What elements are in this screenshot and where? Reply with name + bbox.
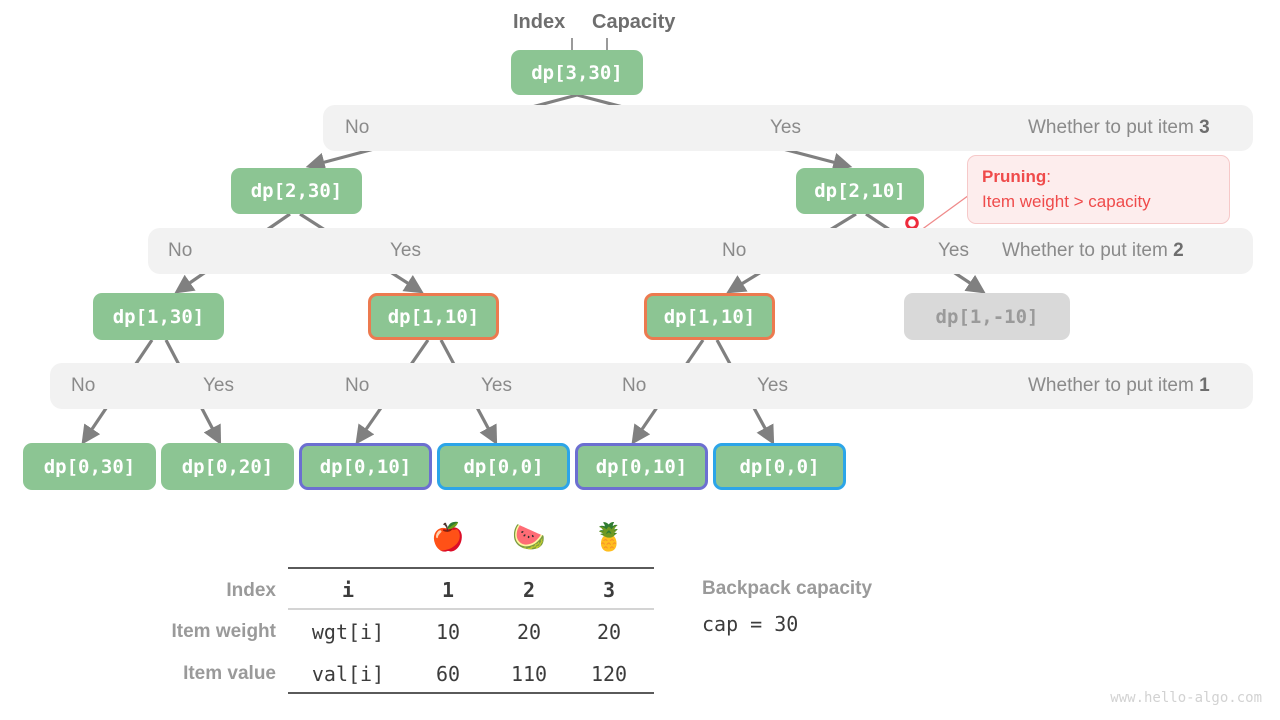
row-label-item-weight: Item weight (171, 621, 276, 642)
node-dp-1-10-right[interactable]: dp[1,10] (644, 293, 775, 340)
band2-choice-yes-right: Yes (938, 240, 969, 261)
band3-title-text: Whether to put item (1028, 117, 1200, 138)
band2-choice-no-right: No (722, 240, 747, 261)
cell-index-2: 2 (522, 578, 536, 602)
band3-title-item: 3 (1199, 117, 1210, 138)
pruning-annotation: Pruning: Item weight > capacity (967, 155, 1230, 225)
backpack-capacity-value: cap = 30 (702, 612, 799, 636)
band1-choice-yes-2: Yes (481, 375, 512, 396)
cell-value-2: 110 (510, 662, 548, 686)
band3-choice-no: No (345, 117, 370, 138)
cell-weight-key: wgt[i] (311, 620, 385, 644)
leaf-dp-0-10-left[interactable]: dp[0,10] (299, 443, 432, 490)
backpack-capacity-title: Backpack capacity (702, 578, 873, 599)
band1-choice-no-2: No (345, 375, 370, 396)
pruning-title-line: Pruning: (982, 165, 1215, 190)
band2-title-item: 2 (1173, 240, 1184, 261)
node-dp-3-30[interactable]: dp[3,30] (511, 50, 643, 95)
pruning-colon: : (1046, 167, 1051, 186)
node-dp-1-neg10-pruned: dp[1,-10] (904, 293, 1070, 340)
band1-title: Whether to put item 1 (1028, 376, 1210, 395)
cell-value-1: 60 (435, 662, 461, 686)
leaf-dp-0-30[interactable]: dp[0,30] (23, 443, 156, 490)
band3-choice-yes: Yes (770, 117, 801, 138)
cell-index-3: 3 (602, 578, 616, 602)
band1-choice-yes-1: Yes (203, 375, 234, 396)
band1-choice-no-3: No (622, 375, 647, 396)
node-dp-2-30[interactable]: dp[2,30] (231, 168, 362, 214)
table-rule-bottom (288, 692, 654, 694)
leaf-dp-0-0-left[interactable]: dp[0,0] (437, 443, 570, 490)
node-dp-1-30[interactable]: dp[1,30] (93, 293, 224, 340)
cell-index-1: 1 (441, 578, 455, 602)
cell-index-key: i (341, 578, 355, 602)
row-label-item-value: Item value (183, 663, 276, 684)
cell-value-key: val[i] (311, 662, 385, 686)
band1-title-text: Whether to put item (1028, 375, 1200, 396)
node-dp-1-10-left[interactable]: dp[1,10] (368, 293, 499, 340)
band2-choice-yes-left: Yes (390, 240, 421, 261)
band1-choice-no-1: No (71, 375, 96, 396)
band2-title: Whether to put item 2 (1002, 241, 1184, 260)
table-rule-mid (288, 608, 654, 610)
pruning-title: Pruning (982, 167, 1047, 186)
band3-title: Whether to put item 3 (1028, 118, 1210, 137)
leaf-dp-0-10-right[interactable]: dp[0,10] (575, 443, 708, 490)
watermark: www.hello-algo.com (1110, 690, 1262, 706)
backpack-capacity-block: Backpack capacity cap = 30 (702, 578, 872, 636)
capacity-callout-label: Capacity (592, 11, 676, 33)
fruit-apple-icon: 🍎 (431, 522, 465, 552)
decision-band-item-1 (50, 363, 1253, 409)
row-label-index: Index (226, 580, 276, 601)
leaf-dp-0-0-right[interactable]: dp[0,0] (713, 443, 846, 490)
table-rule-top (288, 567, 654, 569)
leaf-dp-0-20[interactable]: dp[0,20] (161, 443, 294, 490)
node-dp-2-10[interactable]: dp[2,10] (796, 168, 924, 214)
cell-weight-1: 10 (435, 620, 461, 644)
decision-band-item-3 (323, 105, 1253, 151)
band1-choice-yes-3: Yes (757, 375, 788, 396)
fruit-pineapple-icon: 🍍 (592, 522, 626, 552)
cell-weight-3: 20 (596, 620, 622, 644)
index-callout-label: Index (513, 11, 566, 33)
fruit-watermelon-icon: 🍉 (512, 522, 546, 552)
band1-title-item: 1 (1199, 375, 1210, 396)
band2-choice-no-left: No (168, 240, 193, 261)
band2-title-text: Whether to put item (1002, 240, 1174, 261)
cell-value-3: 120 (590, 662, 628, 686)
cell-weight-2: 20 (516, 620, 542, 644)
decision-band-item-2 (148, 228, 1253, 274)
pruning-reason: Item weight > capacity (982, 191, 1151, 211)
